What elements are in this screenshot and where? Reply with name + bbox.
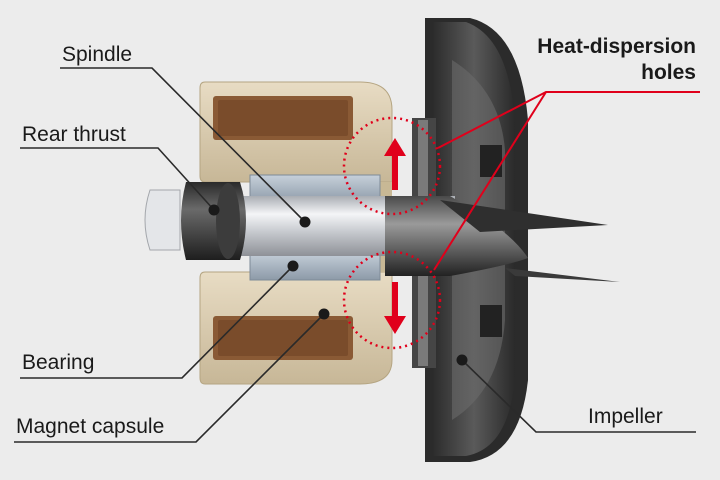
leader-bearing <box>20 265 294 379</box>
dot-impeller <box>456 354 468 366</box>
heat-leader-lower <box>433 91 547 271</box>
label-impeller: Impeller <box>588 405 663 428</box>
dot-magnet-capsule <box>318 308 330 320</box>
arrow-down-head <box>384 316 406 334</box>
heat-hole-circle-upper <box>342 116 442 216</box>
leader-dots <box>208 204 468 366</box>
airflow-arrows <box>384 138 406 334</box>
label-heat-dispersion-line1: Heat-dispersion <box>537 35 696 58</box>
arrow-up-head <box>384 138 406 156</box>
label-bearing: Bearing <box>22 351 95 374</box>
leader-impeller <box>461 359 696 433</box>
dot-spindle <box>299 216 311 228</box>
label-heat-dispersion-line2: holes <box>641 61 696 85</box>
leader-rear-thrust <box>20 147 215 211</box>
leader-magnet-capsule <box>14 313 325 443</box>
heat-leader-lines <box>433 91 700 271</box>
arrow-up-shaft <box>392 152 398 190</box>
dot-bearing <box>287 260 299 272</box>
label-spindle: Spindle <box>62 43 133 66</box>
heat-hole-circle-lower <box>342 250 442 350</box>
leader-spindle <box>60 67 306 223</box>
label-rear-thrust: Rear thrust <box>22 123 126 146</box>
arrow-down-shaft <box>392 282 398 318</box>
label-heat-dispersion-holes: Heat-dispersion holes <box>537 34 696 87</box>
rear-thrust-cap <box>181 182 246 260</box>
label-magnet-capsule: Magnet capsule <box>16 415 165 438</box>
dot-rear-thrust <box>208 204 220 216</box>
heat-dispersion-hole-markers <box>342 116 442 350</box>
impeller-blades <box>440 200 620 282</box>
leader-lines <box>14 67 696 443</box>
